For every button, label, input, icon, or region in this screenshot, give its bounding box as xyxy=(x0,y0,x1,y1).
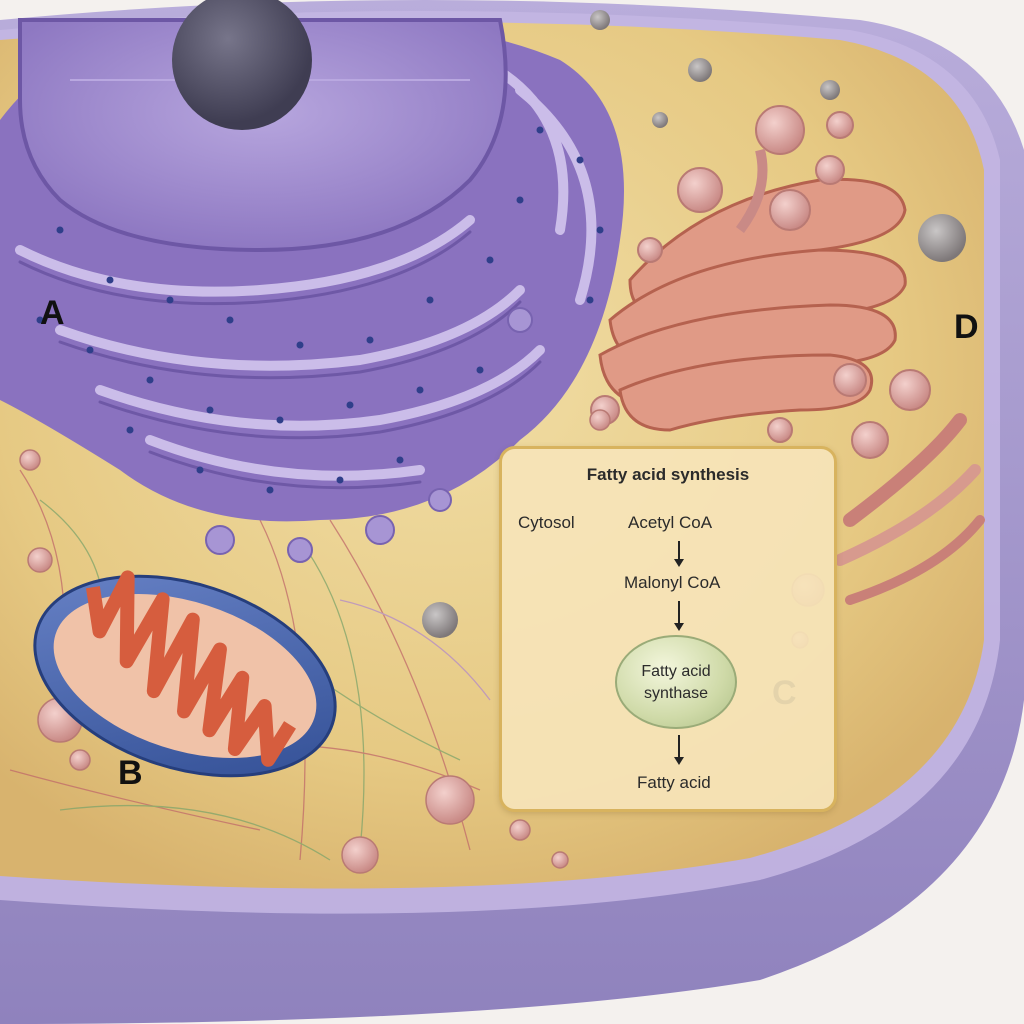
inset-title: Fatty acid synthesis xyxy=(586,465,750,484)
golgi-apparatus xyxy=(590,105,931,459)
label-b: B xyxy=(118,754,143,792)
enzyme-label: Fatty acid synthase xyxy=(641,663,711,702)
enzyme-fatty-acid-synthase: Fatty acid synthase xyxy=(615,635,737,729)
step-fatty-acid: Fatty acid xyxy=(637,773,711,792)
arrow-down-icon xyxy=(674,735,684,765)
arrow-down-icon xyxy=(674,541,684,567)
nucleolus xyxy=(172,0,312,130)
smooth-er xyxy=(834,413,985,605)
compartment-label: Cytosol xyxy=(518,513,575,532)
mitochondrion xyxy=(33,570,337,778)
step-malonyl-coa: Malonyl CoA xyxy=(624,573,721,592)
label-d: D xyxy=(954,308,979,346)
nucleus xyxy=(18,0,508,253)
label-a: A xyxy=(40,294,65,332)
step-acetyl-coa: Acetyl CoA xyxy=(628,513,713,532)
fatty-acid-synthesis-inset: Fatty acid synthesis Cytosol Acetyl CoA … xyxy=(499,446,837,812)
vesicles xyxy=(422,10,966,638)
arrow-down-icon xyxy=(674,601,684,631)
